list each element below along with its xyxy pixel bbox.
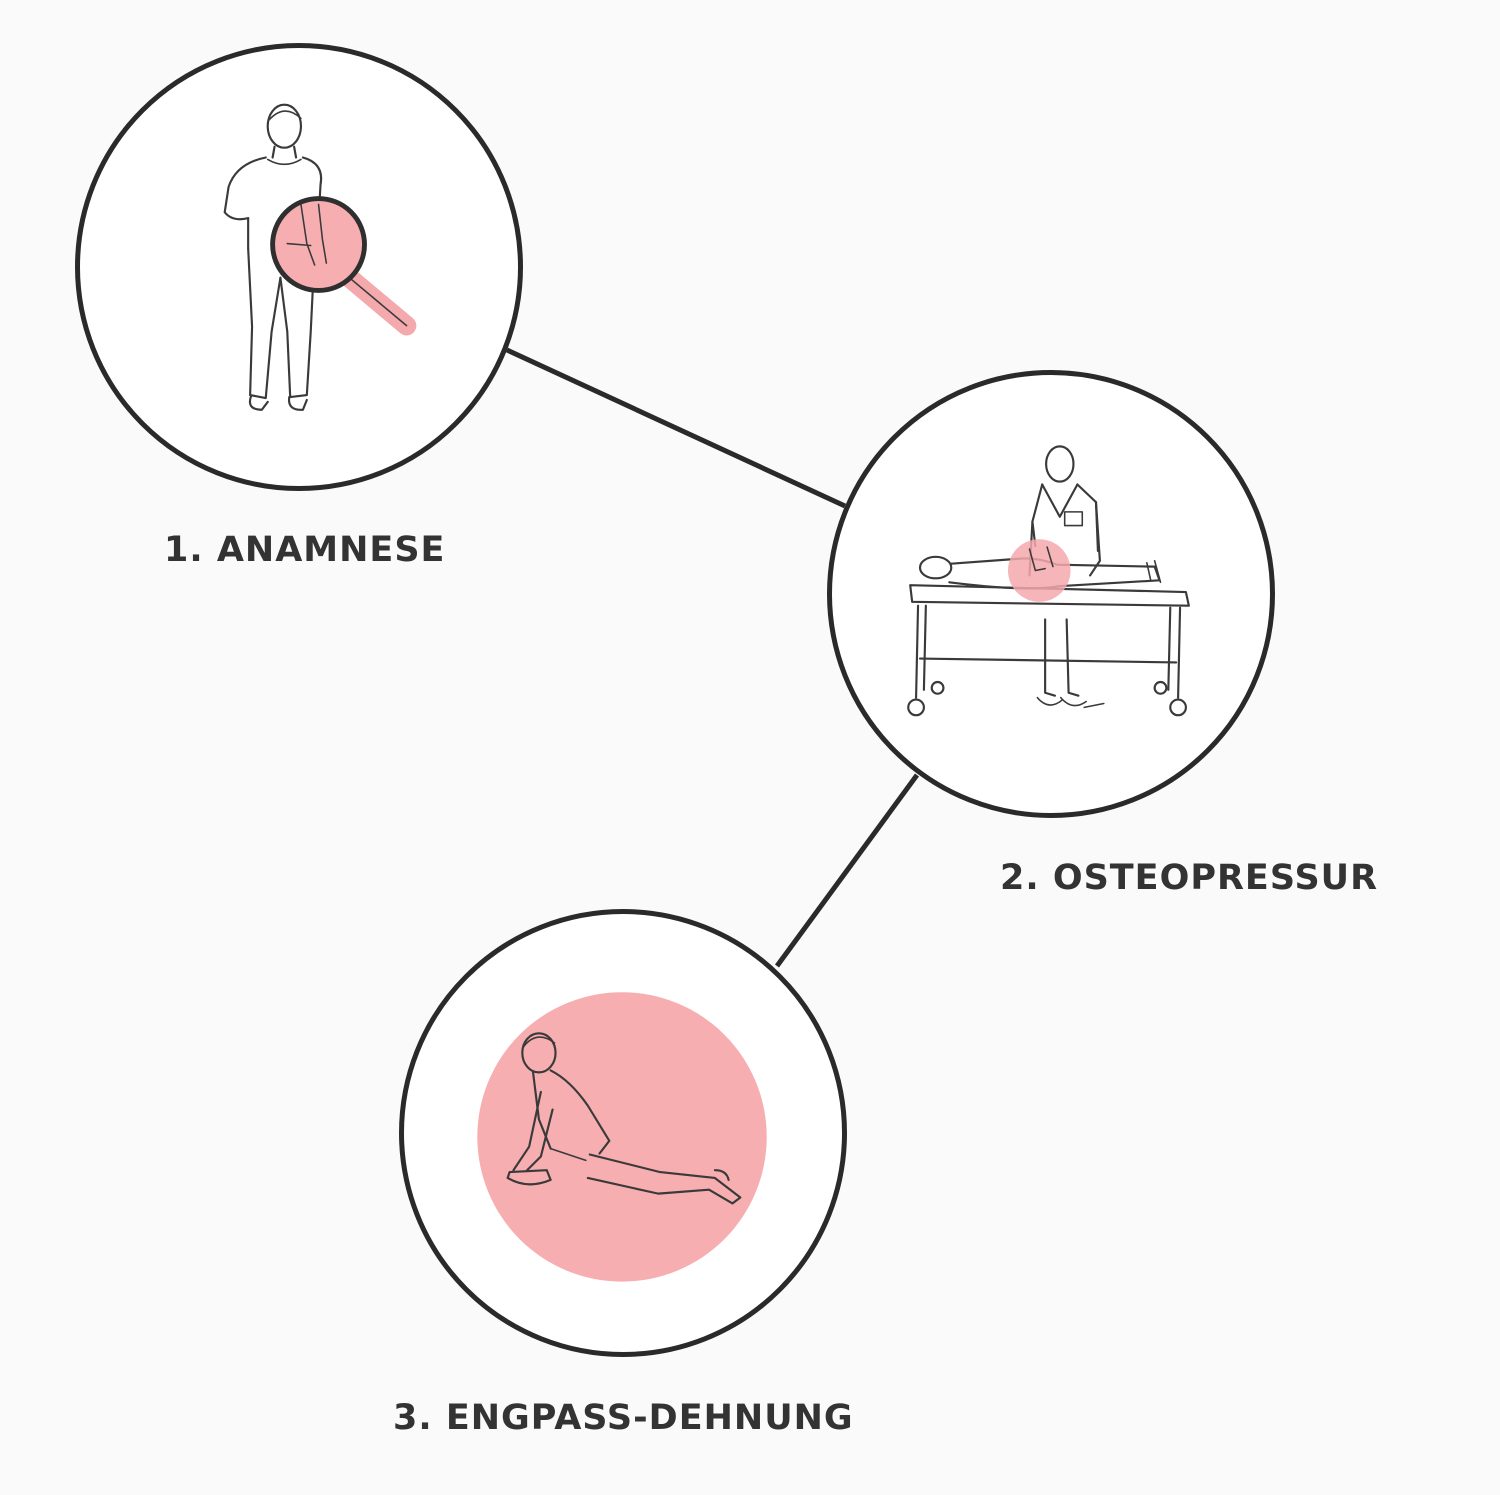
step-1-circle	[75, 43, 523, 491]
connector-2-3	[774, 773, 920, 968]
step-3-label: 3. ENGPASS-DEHNUNG	[393, 1398, 854, 1438]
connector-1-2	[505, 347, 847, 509]
step-1-label: 1. ANAMNESE	[164, 530, 446, 570]
step-2-circle	[827, 370, 1275, 818]
step-2-label: 2. OSTEOPRESSUR	[1000, 858, 1379, 898]
step-3-circle	[399, 909, 847, 1357]
therapist-treatment-table-icon	[907, 445, 1190, 717]
stretching-person-icon	[477, 992, 767, 1282]
patient-magnifier-icon	[223, 103, 417, 411]
